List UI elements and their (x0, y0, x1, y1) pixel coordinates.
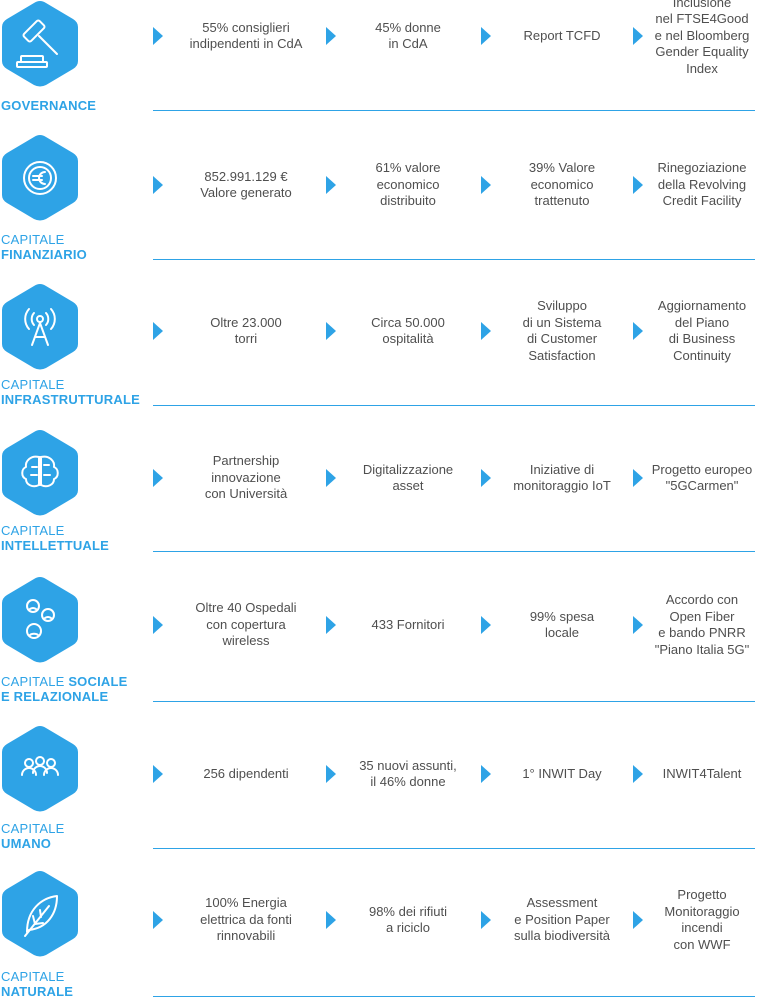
section-hexagon-intellettuale (1, 429, 79, 517)
kpi-item: 1° INWIT Day (522, 765, 602, 781)
arrow-icon (326, 27, 336, 45)
arrow-icon (153, 616, 163, 634)
arrow-icon (633, 176, 643, 194)
kpi-item: 852.991.129 €Valore generato (200, 168, 292, 201)
section-divider (153, 551, 755, 552)
arrow-icon (326, 765, 336, 783)
section-divider (153, 259, 755, 260)
arrow-icon (326, 176, 336, 194)
section-divider (153, 405, 755, 406)
section-hexagon-governance (1, 0, 79, 88)
arrow-icon (633, 616, 643, 634)
arrow-icon (481, 469, 491, 487)
section-prefix: CAPITALE (1, 821, 65, 836)
arrow-icon (153, 322, 163, 340)
arrow-icon (633, 469, 643, 487)
arrow-icon (481, 27, 491, 45)
group-icon (21, 756, 59, 776)
kpi-item: 433 Fornitori (371, 616, 445, 632)
arrow-icon (153, 176, 163, 194)
section-title: GOVERNANCE (1, 98, 97, 113)
arrow-icon (153, 911, 163, 929)
section-hexagon-naturale (1, 870, 79, 958)
section-hexagon-umano (1, 725, 79, 813)
arrow-icon (326, 616, 336, 634)
people-network-icon (26, 599, 55, 639)
arrow-icon (633, 27, 643, 45)
section-title: INFRASTRUTTURALE (1, 392, 140, 407)
section-hexagon-finanziario (1, 134, 79, 222)
gavel-icon (16, 19, 58, 68)
section-divider (153, 848, 755, 849)
arrow-icon (481, 322, 491, 340)
section-prefix: CAPITALE (1, 969, 65, 984)
leaf-icon (24, 895, 58, 937)
section-title: NATURALE (1, 984, 74, 999)
arrow-icon (153, 469, 163, 487)
arrow-icon (481, 616, 491, 634)
section-prefix: CAPITALE (1, 377, 65, 392)
section-hexagon-infrastrutturale (1, 283, 79, 371)
kpi-item: 256 dipendenti (203, 765, 289, 781)
arrow-icon (153, 765, 163, 783)
kpi-item: INWIT4Talent (662, 765, 742, 781)
section-hexagon-sociale-e-relazionale (1, 576, 79, 664)
arrow-icon (633, 322, 643, 340)
section-divider (153, 701, 755, 702)
euro-icon (23, 161, 57, 195)
arrow-icon (153, 27, 163, 45)
arrow-icon (481, 765, 491, 783)
kpi-item: Progetto europeo"5GCarmen" (651, 461, 753, 494)
section-divider (153, 110, 755, 111)
section-divider (153, 996, 755, 997)
arrow-icon (326, 469, 336, 487)
kpi-item: Report TCFD (523, 27, 601, 43)
arrow-icon (481, 911, 491, 929)
arrow-icon (326, 911, 336, 929)
section-title: UMANO (1, 836, 52, 851)
arrow-icon (633, 911, 643, 929)
arrow-icon (633, 765, 643, 783)
section-title: FINANZIARIO (1, 247, 87, 262)
brain-icon (21, 455, 59, 488)
section-title: INTELLETTUALE (1, 538, 110, 553)
arrow-icon (326, 322, 336, 340)
section-prefix: CAPITALE (1, 232, 65, 247)
section-label-governance: GOVERNANCE (1, 98, 96, 113)
section-prefix: CAPITALE (1, 674, 65, 689)
section-prefix: CAPITALE (1, 523, 65, 538)
arrow-icon (481, 176, 491, 194)
antenna-icon (24, 308, 56, 346)
kpi-item: 35 nuovi assunti,il 46% donne (359, 757, 457, 790)
